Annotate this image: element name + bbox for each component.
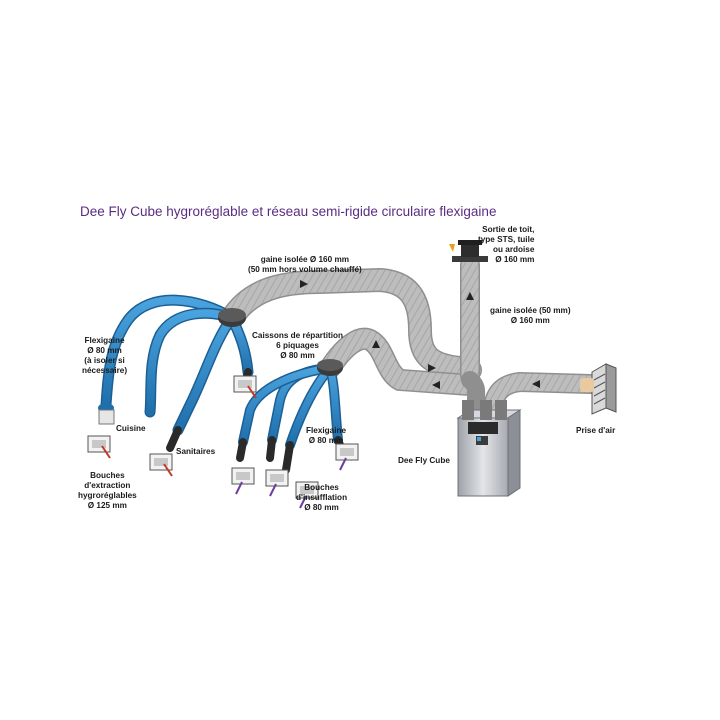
diagram-title: Dee Fly Cube hygroréglable et réseau sem… [80,204,497,219]
label-sanitaires: Sanitaires [176,447,216,456]
extraction-vent [149,453,173,477]
insufflation-vent [265,469,289,497]
extraction-vent [87,435,111,459]
insufflation-vent [231,467,255,495]
insufflation-vents [231,443,359,509]
label-gaine-main: gaine isolée Ø 160 mm (50 mm hors volume… [248,255,362,274]
kitchen-extraction-box [98,403,115,425]
label-bouches-extraction: Bouches d'extraction hygroréglables Ø 12… [78,471,137,510]
label-bouches-insufflation: Bouches d'insufflation Ø 80 mm [296,483,348,512]
air-intake-grille [580,363,617,415]
flow-arrow [372,340,380,348]
blue-ducts-extraction [100,294,254,436]
extraction-vents [87,375,257,477]
label-caissons: Caissons de répartition 6 piquages Ø 80 … [252,331,343,360]
distribution-box-extraction [218,308,246,327]
distribution-box-supply [317,359,343,376]
dee-fly-cube-unit [456,400,522,497]
flow-arrow [466,292,474,300]
label-sortie-toit: Sortie de toit, type STS, tuile ou ardoi… [478,225,535,264]
label-gaine-vertical: gaine isolée (50 mm) Ø 160 mm [490,306,571,325]
label-prise-air: Prise d'air [576,426,616,435]
insufflation-vent [295,481,319,509]
flow-arrow [300,280,308,288]
label-flexigaine-right: Flexigaine Ø 80 mm [306,426,347,445]
flow-arrow [532,380,540,388]
extraction-vent [233,375,257,399]
label-dee-fly-cube: Dee Fly Cube [398,456,450,465]
label-flexigaine-left: Flexigaine Ø 80 mm (à isoler si nécessai… [82,336,128,375]
roof-outlet [449,240,488,262]
flow-arrow [432,381,440,389]
insufflation-vent [335,443,359,471]
flow-arrow [428,364,436,372]
label-cuisine: Cuisine [116,424,146,433]
flow-arrows [300,280,540,389]
grey-ducts [220,255,600,430]
